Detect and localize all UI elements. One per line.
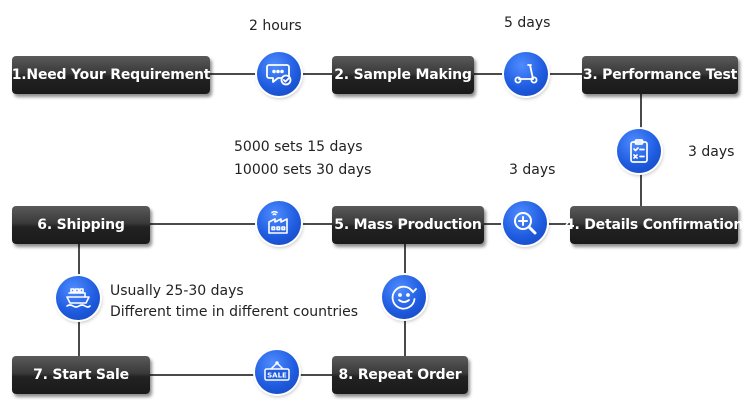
smile-icon xyxy=(382,275,426,319)
production-time-note: 3 days xyxy=(509,162,556,178)
step-2-sample-making: 2. Sample Making xyxy=(332,56,474,94)
shipping-note-line1: Usually 25-30 days xyxy=(110,283,244,299)
step-3-performance-test: 3. Performance Test xyxy=(582,56,738,94)
factory-icon xyxy=(257,201,301,245)
step-4-details-confirmation: 4. Details Confirmation xyxy=(565,206,743,244)
step-8-repeat-order: 8. Repeat Order xyxy=(332,356,468,394)
chat-check-icon xyxy=(257,52,301,96)
step-7-start-sale: 7. Start Sale xyxy=(12,356,150,394)
test-time-note: 5 days xyxy=(504,15,551,31)
mass-production-note-line1: 5000 sets 15 days xyxy=(234,139,363,155)
mass-production-note-line2: 10000 sets 30 days xyxy=(234,162,372,178)
sale-sign-icon: SALE xyxy=(255,350,299,394)
magnifier-plus-icon xyxy=(503,201,547,245)
ship-icon xyxy=(56,276,100,320)
connector xyxy=(150,374,332,376)
shipping-note-line2: Different time in different countries xyxy=(110,304,359,320)
sample-time-note: 2 hours xyxy=(249,18,302,34)
scooter-icon xyxy=(504,52,548,96)
sale-sign-text: SALE xyxy=(267,372,287,380)
confirm-time-note: 3 days xyxy=(688,144,735,160)
step-1-need-requirement: 1.Need Your Requirement xyxy=(12,56,210,94)
step-6-shipping: 6. Shipping xyxy=(12,206,150,244)
clipboard-checklist-icon xyxy=(617,129,661,173)
step-5-mass-production: 5. Mass Production xyxy=(332,206,484,244)
